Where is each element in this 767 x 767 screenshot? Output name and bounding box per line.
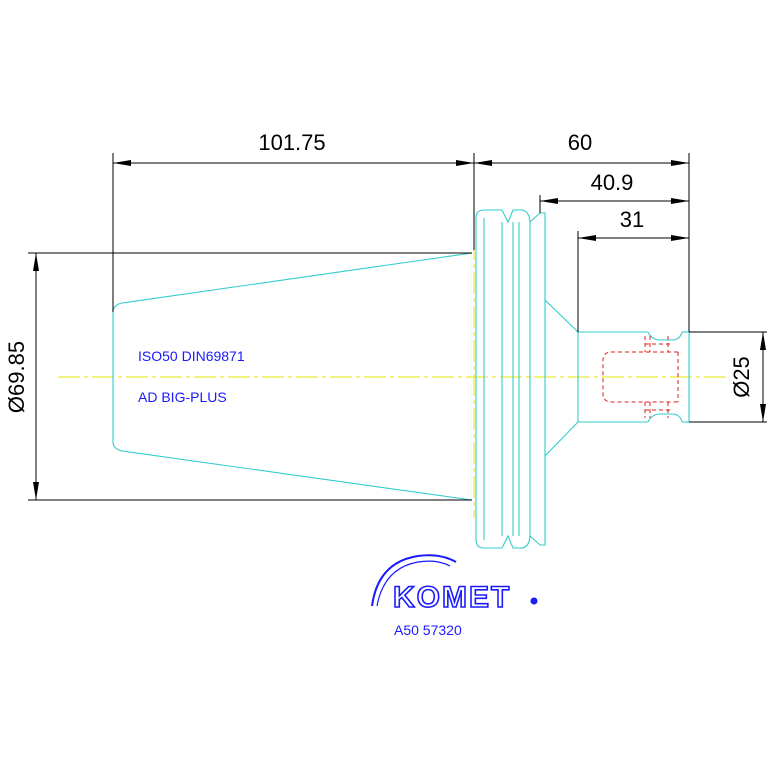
part-number: A50 57320 bbox=[394, 622, 462, 638]
dim-length-taper: 101.75 bbox=[112, 130, 475, 312]
komet-arc bbox=[371, 554, 457, 607]
komet-logo: KOMET bbox=[371, 554, 538, 615]
shank-outline bbox=[578, 331, 690, 423]
hidden-bore bbox=[602, 336, 679, 418]
dim-length-mid: 40.9 bbox=[539, 170, 689, 213]
dim-diameter-shank: Ø25 bbox=[689, 331, 767, 423]
dim-length-total-label: 60 bbox=[568, 130, 592, 155]
dim-diameter-taper-label: Ø69.85 bbox=[4, 341, 29, 413]
taper-outline bbox=[112, 252, 473, 501]
dim-length-shank-label: 31 bbox=[620, 207, 644, 232]
dim-length-taper-label: 101.75 bbox=[258, 130, 325, 155]
dim-length-mid-label: 40.9 bbox=[591, 170, 634, 195]
flange-outline bbox=[475, 209, 546, 549]
note-big-plus: AD BIG-PLUS bbox=[138, 389, 227, 405]
komet-wordmark: KOMET bbox=[393, 581, 511, 614]
dim-length-shank: 31 bbox=[577, 207, 689, 332]
note-iso-standard: ISO50 DIN69871 bbox=[138, 348, 245, 364]
komet-dot-icon bbox=[530, 597, 538, 605]
neck-outline bbox=[544, 299, 579, 457]
dim-diameter-taper: Ø69.85 bbox=[4, 252, 472, 501]
dim-diameter-shank-label: Ø25 bbox=[729, 356, 754, 398]
dim-length-total: 60 bbox=[474, 130, 690, 332]
